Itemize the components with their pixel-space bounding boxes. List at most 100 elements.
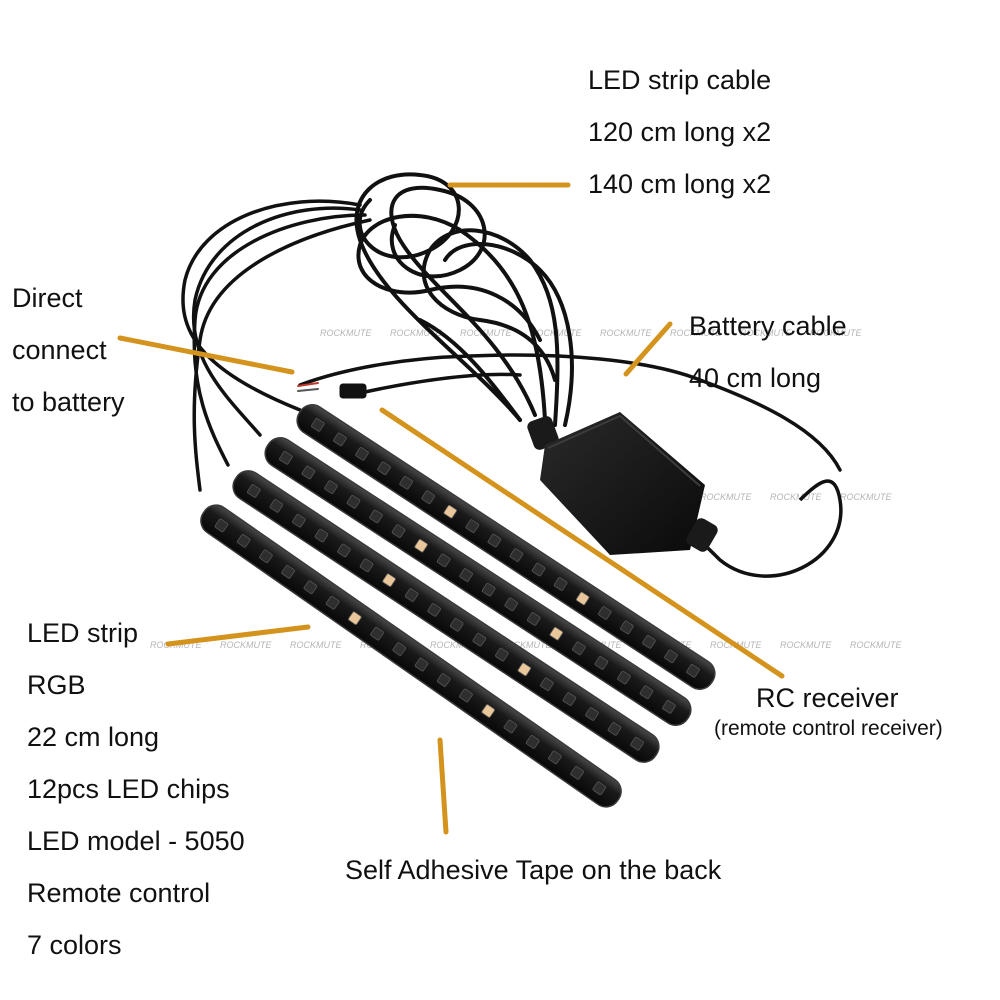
led-strips [200,404,716,808]
label-line: 22 cm long [27,722,160,752]
led-chip [436,553,451,568]
led-chip [575,591,590,606]
led-chip [527,612,541,626]
leader-lines [117,182,785,835]
led-chip [459,568,473,582]
led-chip [259,549,273,564]
led-chip [553,577,568,591]
label-line: connect [12,335,107,365]
led-chip [236,534,251,548]
label-line: 7 colors [27,930,122,960]
led-strip [296,404,716,690]
led-strip [264,437,692,726]
led-chip [504,597,519,612]
led-chip [481,704,495,718]
label-line: LED strip [27,618,139,648]
led-chip [348,611,362,625]
watermark-text: ROCKMUTE [500,640,552,650]
led-strip-body [200,504,622,808]
led-chip [301,465,316,480]
led-chip [369,509,383,524]
led-chip [487,533,502,548]
watermark-text: ROCKMUTE [770,492,822,502]
led-chip [639,685,654,699]
led-chip [592,781,607,796]
led-chip [337,543,351,558]
label-line: 12pcs LED chips [27,774,230,804]
rc-receiver-box [527,412,843,578]
leader-battery-cable [623,321,673,377]
watermark-text: ROCKMUTE [220,640,272,650]
led-chip [495,647,509,662]
led-chip [585,707,599,721]
led-strip-body [232,470,660,763]
led-chip [414,657,429,672]
leader-rc-receiver [379,407,785,679]
strip-cables [181,199,372,492]
led-chip [214,518,229,533]
led-chip [382,573,396,587]
watermark-text: ROCKMUTE [290,640,342,650]
led-chip [503,719,518,734]
led-chip [303,580,318,595]
battery-cable [297,353,842,472]
watermark-text: ROCKMUTE [780,640,832,650]
leader-led-strip [165,624,311,647]
led-chip [421,490,435,504]
led-chip [481,582,496,597]
label-line: RC receiver [756,683,899,713]
watermark-text: ROCKMUTE [430,640,482,650]
led-strip-body [296,404,716,690]
led-chip [269,499,284,513]
label-led-strip-cable: LED strip cable 120 cm long x2 140 cm lo… [588,54,771,210]
watermark-text: ROCKMUTE [390,328,442,338]
led-chip [662,700,676,714]
led-chip [548,750,562,765]
led-chip [540,677,554,691]
led-chip [525,735,540,749]
watermark-text: ROCKMUTE [700,492,752,502]
watermark-text: ROCKMUTE [740,328,792,338]
label-line: Direct [12,283,83,313]
led-chip [325,595,340,610]
led-chip [314,528,329,543]
led-chip [355,447,369,461]
led-chip [377,461,391,476]
led-chip [465,519,480,533]
led-chip [324,480,338,494]
label-battery-cable: Battery cable 40 cm long [689,300,847,404]
led-strip-body [264,437,692,726]
watermark-text: ROCKMUTE [850,640,902,650]
led-chip [570,766,584,780]
watermark-text: ROCKMUTE [600,328,652,338]
label-led-strip: LED strip RGB 22 cm long 12pcs LED chips… [27,607,245,971]
watermark-text: ROCKMUTE [670,328,722,338]
led-chip [399,476,413,490]
led-chip [630,736,644,751]
led-chip [472,632,487,647]
led-chip [598,606,612,620]
watermark-text: ROCKMUTE [320,328,372,338]
led-chip [292,513,306,528]
label-line: to battery [12,387,125,417]
led-chip [642,635,656,649]
led-chip [247,484,261,498]
label-line: Battery cable [689,311,847,341]
led-chip [346,495,361,509]
led-strip [200,504,622,808]
led-chip [531,562,546,577]
label-line: RGB [27,670,86,700]
led-chip [549,626,564,641]
label-line: Remote control [27,878,211,908]
led-chip [436,673,451,687]
led-chip [459,688,473,703]
led-chip [333,432,347,447]
led-chip [607,722,622,736]
led-chip [414,538,428,553]
label-rc-receiver: RC receiver [756,672,899,724]
label-line: 140 cm long x2 [588,169,772,199]
led-chip [359,558,374,573]
led-chip [509,548,524,562]
led-chip [443,504,458,519]
